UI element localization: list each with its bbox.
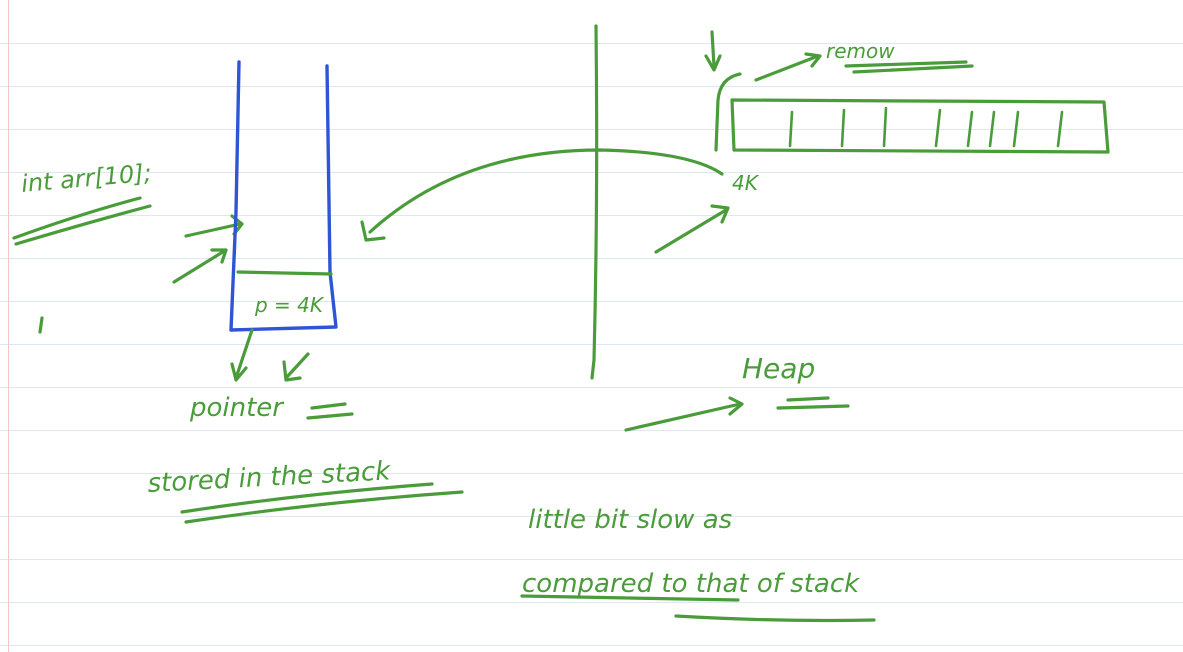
stored-underline-2 [184,490,464,524]
heap-to-stack-curve [368,148,724,234]
heap-label: Heap [742,352,815,385]
slow-note-line-1: little bit slow as [528,505,732,535]
heap-underline-1 [786,396,830,402]
down-arrow-head [704,54,722,72]
heap-array-bracket [714,72,742,152]
pointer-underline-2 [306,412,354,420]
remow-arrow-shaft [754,54,820,82]
that-underline [674,614,876,623]
heap-underline-2 [776,404,850,410]
vertical-divider [590,24,599,380]
arrow-to-heap-shaft [654,208,728,254]
stack-outline [229,60,338,332]
pointer-underline-1 [310,402,347,410]
stored-in-stack-text: stored in the stack [147,456,392,499]
pointer-arrow-2-head [282,360,302,382]
heap-arrow-head [728,396,744,416]
heap-array-box [730,98,1110,154]
pointer-text: pointer [189,393,285,423]
compared-underline [520,594,740,602]
stray-mark [38,316,44,334]
remow-text: remow [826,39,895,63]
pointer-arrow-2-shaft [284,352,310,380]
declaration-text: int arr[10]; [20,159,153,198]
remow-underline-2 [852,64,974,74]
pointer-arrow-head [230,362,248,382]
remow-underline-1 [844,60,968,68]
declaration-underline-2 [14,204,152,246]
stored-underline-1 [180,482,434,514]
page-margin-line [8,0,9,652]
stack-frame-divider [236,270,333,276]
heap-address-label: 4K [732,171,760,195]
remow-arrow-head [804,52,822,68]
heap-arrow-shaft [624,402,742,432]
heap-to-stack-arrowhead [360,220,386,242]
stack-value-label: p = 4K [254,293,325,317]
arrow-to-heap-head [710,204,730,224]
slow-note-line-2: compared to that of stack [522,569,860,599]
heap-array-cells [788,106,1064,148]
declaration-underline-1 [12,196,142,240]
arrow-to-stack-shaft [184,222,242,238]
pointer-arrow-shaft [234,328,254,380]
arrow-to-stack-2-head [210,248,228,264]
arrow-to-stack-2-shaft [172,248,228,284]
down-arrow-shaft [710,30,716,68]
